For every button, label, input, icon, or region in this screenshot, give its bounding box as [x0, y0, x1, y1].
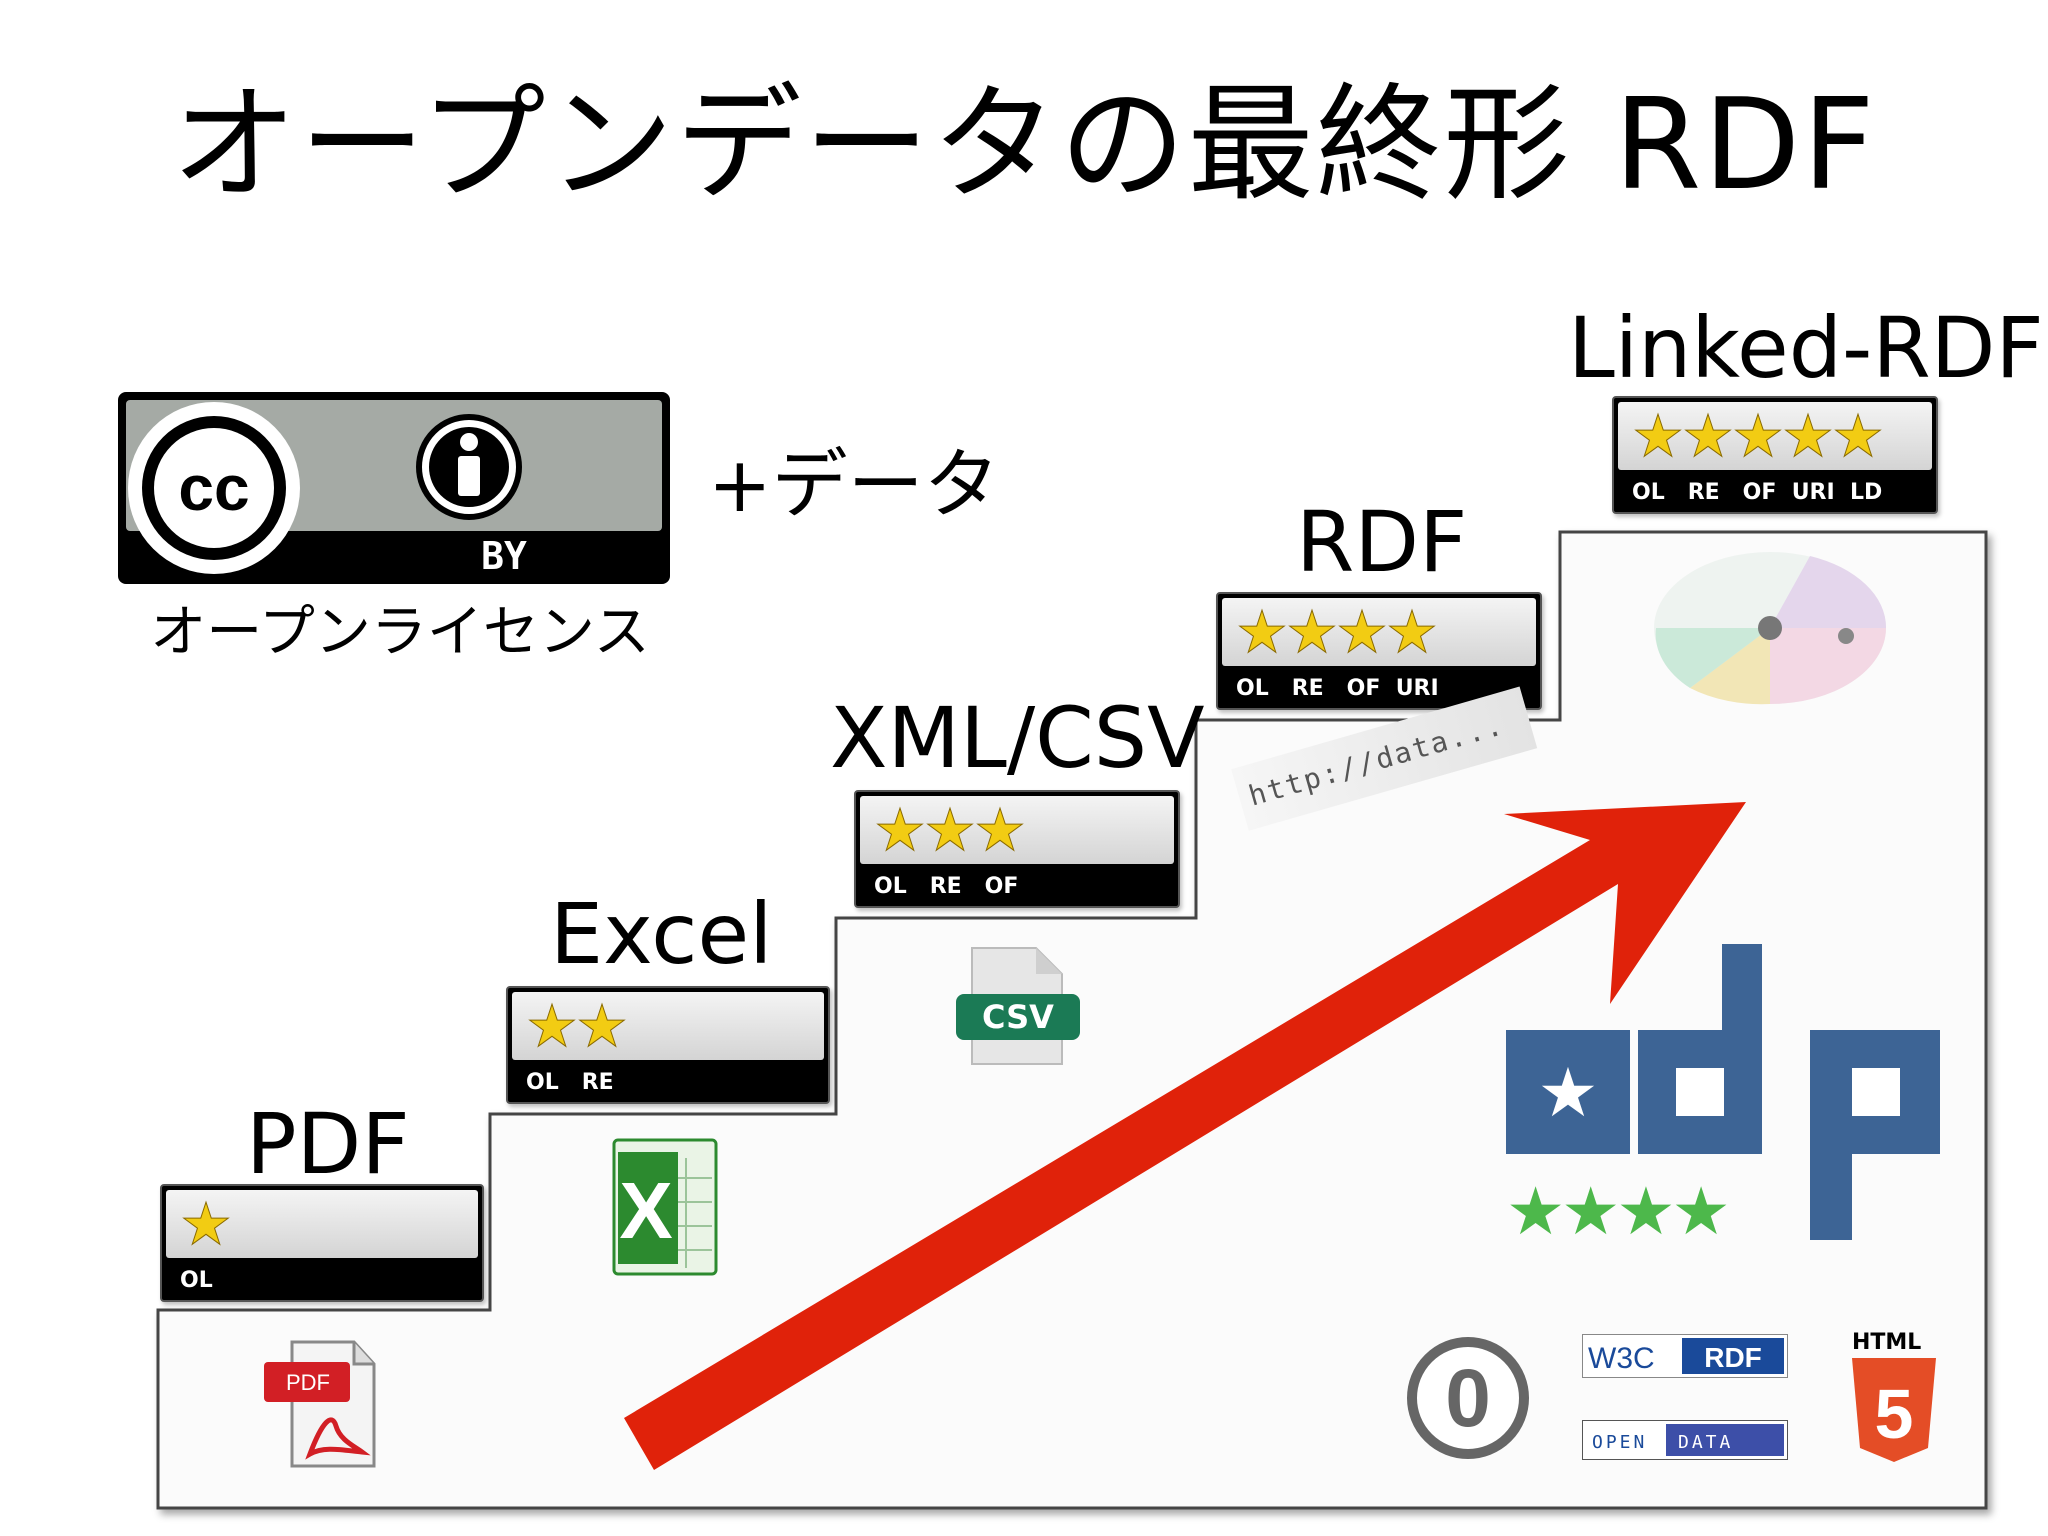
- svg-text:OPEN: OPEN: [1592, 1432, 1647, 1453]
- csv-tag: CSV: [956, 994, 1080, 1040]
- cc-by-license-badge: cc BY: [118, 392, 670, 584]
- open-data-portal-logo: ★ ★★★★: [1506, 944, 1940, 1240]
- open-data-logo: OPEN DATA: [1582, 1420, 1788, 1460]
- step-label-pdf: PDF: [246, 1095, 410, 1193]
- badge-codes: OL RE: [526, 1070, 614, 1095]
- linked-data-cloud-icon: [1654, 552, 1887, 705]
- svg-text:★: ★: [1538, 1054, 1599, 1133]
- star-rating: ★★★★: [1236, 598, 1439, 666]
- w3c-rdf-logo: W3C RDF: [1582, 1334, 1788, 1378]
- svg-text:5: 5: [1875, 1375, 1914, 1453]
- step-label-excel: Excel: [550, 885, 773, 983]
- plus-data-label: +データ: [708, 440, 1000, 529]
- svg-text:W3C: W3C: [1588, 1342, 1655, 1375]
- svg-text:DATA: DATA: [1678, 1432, 1733, 1453]
- star-badge-1: ★ OL: [160, 1184, 484, 1302]
- star-rating: ★: [180, 1190, 233, 1258]
- cc-icon: cc: [128, 402, 300, 574]
- svg-text:0: 0: [1445, 1353, 1491, 1444]
- star-rating: ★★★: [874, 796, 1027, 864]
- step-label-xml-csv: XML/CSV: [830, 689, 1205, 787]
- svg-text:X: X: [619, 1166, 672, 1255]
- star-badge-3: ★★★ OL RE OF: [854, 790, 1180, 908]
- odp-stars: ★★★★: [1506, 1173, 1727, 1240]
- star-badge-5: ★★★★★ OL RE OF URI LD: [1612, 396, 1938, 514]
- svg-text:cc: cc: [178, 452, 249, 524]
- svg-text:RDF: RDF: [1704, 1342, 1762, 1373]
- pdf-tag: PDF: [286, 1370, 330, 1395]
- html5-label: HTML: [1852, 1330, 1922, 1355]
- badge-codes: OL RE OF: [874, 874, 1019, 899]
- badge-codes: OL RE OF URI: [1236, 676, 1439, 701]
- excel-file-icon: X: [612, 1138, 718, 1276]
- license-caption: オープンライセンス: [150, 600, 650, 665]
- badge-codes: OL RE OF URI LD: [1632, 480, 1883, 505]
- cc-by-label: BY: [481, 534, 527, 578]
- step-label-rdf: RDF: [1296, 493, 1468, 591]
- cc0-icon: 0: [1407, 1337, 1529, 1459]
- html5-icon: 5: [1852, 1358, 1936, 1462]
- star-rating: ★★★★★: [1632, 402, 1885, 470]
- attribution-icon: [416, 414, 522, 520]
- star-rating: ★★: [526, 992, 629, 1060]
- badge-codes: OL: [180, 1268, 213, 1293]
- star-badge-2: ★★ OL RE: [506, 986, 830, 1104]
- slide-title: オープンデータの最終形 RDF: [171, 71, 1877, 218]
- pdf-file-icon: PDF: [264, 1340, 376, 1468]
- step-label-linked-rdf: Linked-RDF: [1568, 299, 2044, 397]
- star-badge-4: ★★★★ OL RE OF URI: [1216, 592, 1542, 710]
